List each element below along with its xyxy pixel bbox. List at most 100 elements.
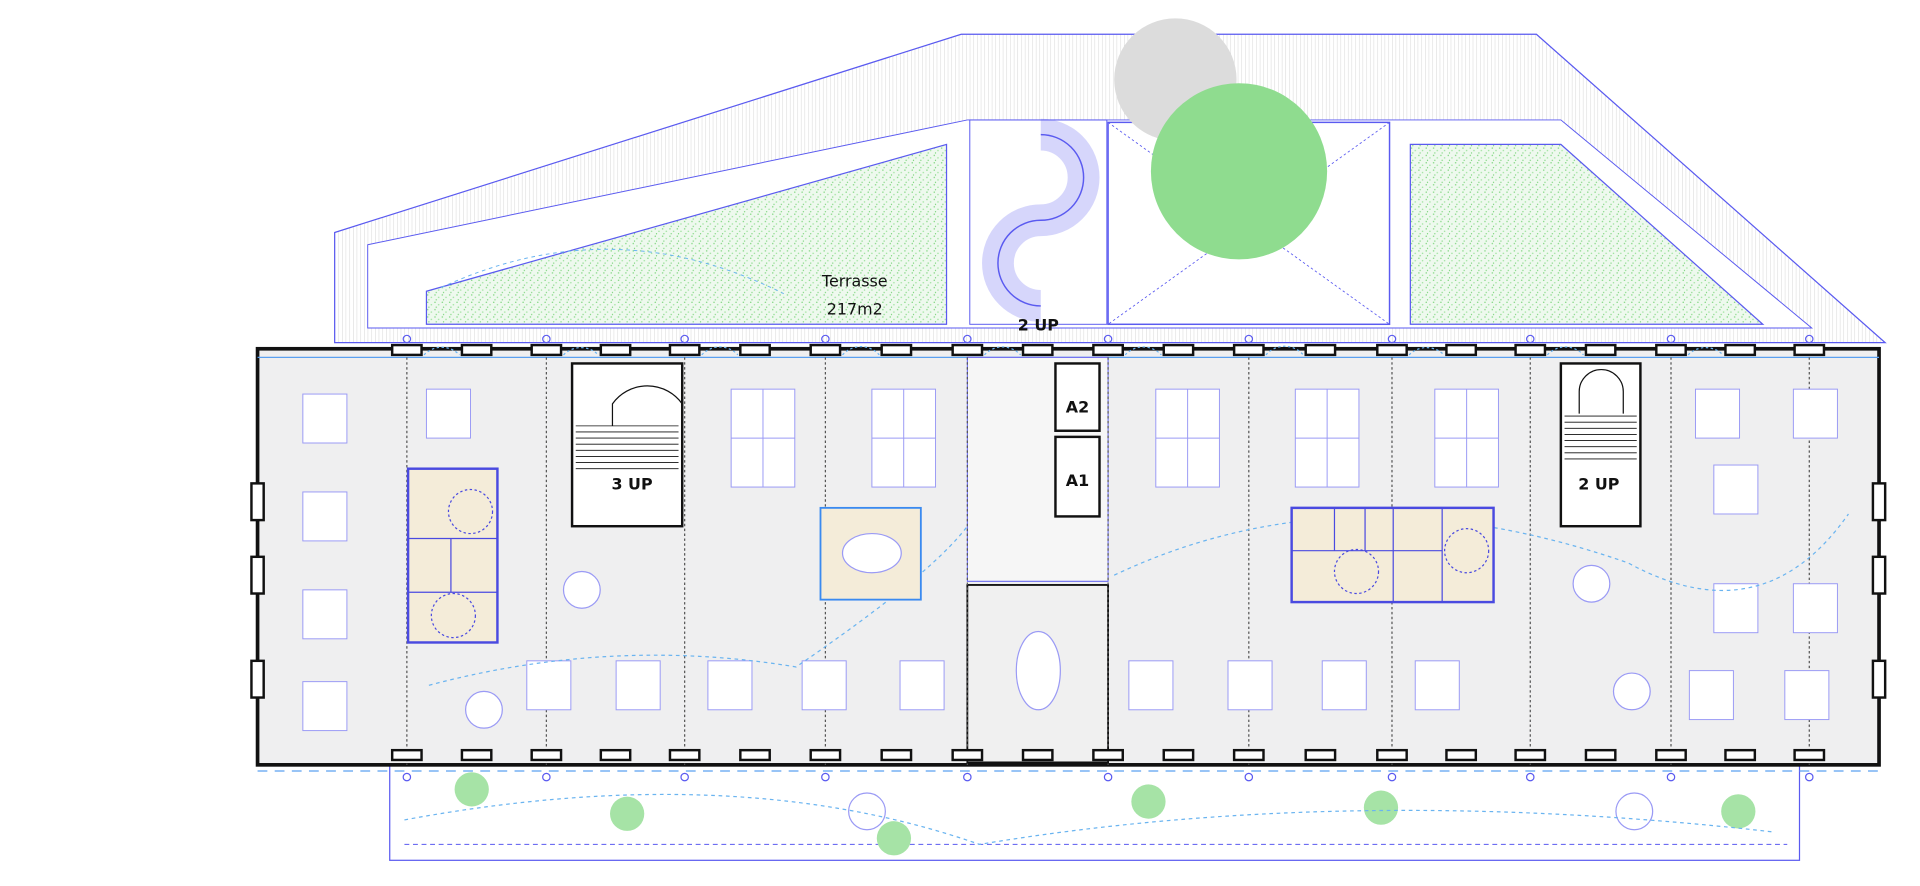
facade-pier	[460, 748, 493, 762]
terrace-name: Terrasse	[821, 271, 888, 290]
facade-pier	[1304, 343, 1337, 357]
facade-pier	[1021, 343, 1054, 357]
facade-pier	[1232, 343, 1265, 357]
door-swing	[1124, 346, 1162, 356]
facade-pier	[1793, 343, 1826, 357]
facade-pier	[880, 343, 913, 357]
stair-right	[1559, 362, 1642, 528]
column-marker	[1666, 334, 1676, 344]
desk	[1227, 660, 1273, 711]
facade-pier	[668, 343, 701, 357]
round-table	[562, 570, 601, 609]
column-marker	[680, 334, 689, 344]
round-table	[1572, 564, 1611, 603]
door-swing	[423, 346, 460, 356]
desk	[302, 393, 348, 444]
shrub-icon	[1131, 784, 1166, 819]
facade-pier	[951, 748, 984, 762]
facade-pier	[880, 748, 913, 762]
facade-pier	[530, 748, 563, 762]
facade-pier	[1724, 748, 1757, 762]
column-marker	[542, 772, 551, 782]
terrace-right	[1409, 143, 1765, 325]
column-marker	[1244, 334, 1254, 344]
circulation-path	[428, 525, 968, 686]
facade-pier	[1162, 343, 1195, 357]
elevator-a2-label: A2	[1066, 397, 1089, 416]
desk	[1694, 388, 1741, 439]
shrub-icon	[876, 821, 912, 856]
terrace-left	[425, 143, 948, 325]
column-marker	[821, 772, 830, 782]
facade-pier	[1514, 748, 1547, 762]
facade-pier	[1162, 748, 1195, 762]
round-table	[464, 690, 503, 729]
facade-pier	[599, 748, 632, 762]
desk	[1713, 583, 1759, 634]
desk	[1784, 670, 1830, 721]
desk	[302, 589, 348, 640]
facade-pier	[1584, 343, 1617, 357]
facade-pier	[1514, 343, 1547, 357]
meeting-room	[819, 506, 922, 601]
facade-pier	[530, 343, 563, 357]
door-swing	[1687, 346, 1724, 356]
facade-pier	[1871, 555, 1887, 595]
desk	[302, 491, 348, 542]
column-marker	[402, 334, 412, 344]
facade-pier	[809, 343, 842, 357]
desk	[707, 660, 753, 711]
column-marker	[1805, 772, 1814, 782]
column-marker	[402, 772, 412, 782]
facade-pier	[1376, 748, 1408, 762]
column-marker	[963, 772, 972, 782]
door-swing	[842, 346, 880, 356]
desk	[899, 660, 945, 711]
facade-pier	[1724, 343, 1757, 357]
column-marker	[1525, 334, 1535, 344]
facade-pier	[460, 343, 493, 357]
facade-pier	[250, 659, 265, 699]
wc-block-left	[406, 467, 499, 644]
facade-pier	[1232, 748, 1265, 762]
shrub-icon	[1363, 790, 1399, 825]
desk	[302, 681, 348, 732]
wc-block-right	[1290, 506, 1495, 604]
facade-pier	[668, 748, 701, 762]
facade-pier	[739, 748, 771, 762]
desk	[1688, 670, 1734, 721]
round-table	[1612, 672, 1651, 711]
desk	[1128, 660, 1174, 711]
shrub-icon	[1721, 794, 1756, 829]
round-table	[1615, 792, 1654, 831]
desk	[801, 660, 847, 711]
balcony	[389, 764, 1801, 861]
elevator-a2: A2	[1054, 362, 1101, 432]
column-marker	[821, 334, 830, 344]
facade-pier	[390, 343, 423, 357]
shrub-icon	[610, 796, 645, 831]
shrub-icon	[454, 772, 489, 807]
circulation-path	[440, 248, 784, 295]
facade-pier	[1655, 343, 1687, 357]
elevator-a1: A1	[1054, 435, 1101, 518]
desk	[1792, 388, 1838, 439]
facade-pier	[250, 555, 265, 595]
meeting-table	[1015, 630, 1061, 711]
facade-pier	[1445, 343, 1478, 357]
desk	[1792, 583, 1838, 634]
facade-pier	[739, 343, 771, 357]
column-marker	[1244, 772, 1254, 782]
facade-pier	[1793, 748, 1826, 762]
stair-right-label: 2 UP	[1578, 475, 1619, 494]
facade-pier	[1871, 482, 1887, 522]
column-marker	[1103, 334, 1113, 344]
column-marker	[963, 334, 972, 344]
door-swing	[984, 346, 1022, 356]
facade-pier	[1655, 748, 1687, 762]
courtyard	[1107, 18, 1391, 326]
facade-pier	[390, 748, 423, 762]
stair-left	[570, 362, 684, 528]
door-swing	[1408, 346, 1445, 356]
